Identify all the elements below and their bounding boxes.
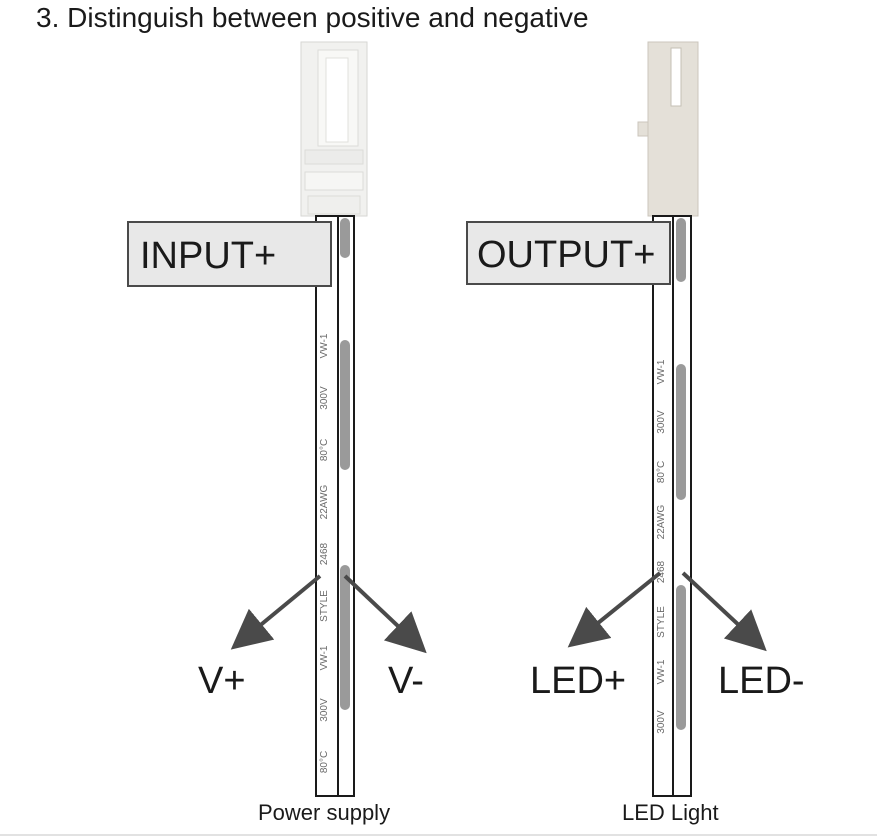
power-supply-caption: Power supply xyxy=(258,800,391,825)
right-wire-print-text: VW-1 xyxy=(656,659,667,684)
led-plus-arrow xyxy=(567,571,662,648)
page-title: 3. Distinguish between positive and nega… xyxy=(36,2,589,33)
right-wire-print-text: 300V xyxy=(656,710,667,734)
v-minus-label: V- xyxy=(388,660,424,702)
led-plus-label: LED+ xyxy=(530,660,626,702)
input-label: INPUT+ xyxy=(140,235,276,277)
right-wire-stripe xyxy=(676,218,686,282)
right-wire xyxy=(652,215,692,797)
right-wire-stripe xyxy=(676,585,686,730)
left-wire-print-text: VW-1 xyxy=(319,645,330,670)
left-wire xyxy=(315,215,355,797)
left-wire-print-text: STYLE xyxy=(319,590,330,622)
v-plus-arrow xyxy=(230,574,322,650)
left-wire-print-text: 300V xyxy=(319,386,330,410)
right-wire-print-text: 300V xyxy=(656,410,667,434)
left-wire-print-text: VW-1 xyxy=(319,333,330,358)
left-connector xyxy=(300,41,368,217)
led-light-caption: LED Light xyxy=(622,800,719,825)
bottom-divider xyxy=(0,834,877,836)
input-label-box xyxy=(127,221,332,287)
v-minus-arrow xyxy=(343,574,427,654)
right-wire-print-text: 2468 xyxy=(656,560,667,583)
left-wire-stripe xyxy=(340,565,350,710)
right-wire-print-text: STYLE xyxy=(656,606,667,638)
right-wire-print-text: 80°C xyxy=(656,461,667,483)
right-connector xyxy=(637,41,699,217)
v-plus-label: V+ xyxy=(198,660,246,702)
left-wire-print-text: 2468 xyxy=(319,542,330,565)
left-wire-stripe xyxy=(340,340,350,470)
left-wire-print-text: 300V xyxy=(319,698,330,722)
right-wire-print-text: 22AWG xyxy=(656,504,667,539)
output-label: OUTPUT+ xyxy=(477,234,655,276)
led-minus-arrow xyxy=(681,571,767,652)
right-wire-print-text: VW-1 xyxy=(656,359,667,384)
right-wire-stripe xyxy=(676,364,686,500)
left-wire-print-text: 22AWG xyxy=(319,484,330,519)
led-minus-label: LED- xyxy=(718,660,805,702)
left-wire-print-text: 80°C xyxy=(319,439,330,461)
output-label-box xyxy=(466,221,671,285)
left-wire-stripe xyxy=(340,218,350,258)
left-wire-print-text: 80°C xyxy=(319,751,330,773)
